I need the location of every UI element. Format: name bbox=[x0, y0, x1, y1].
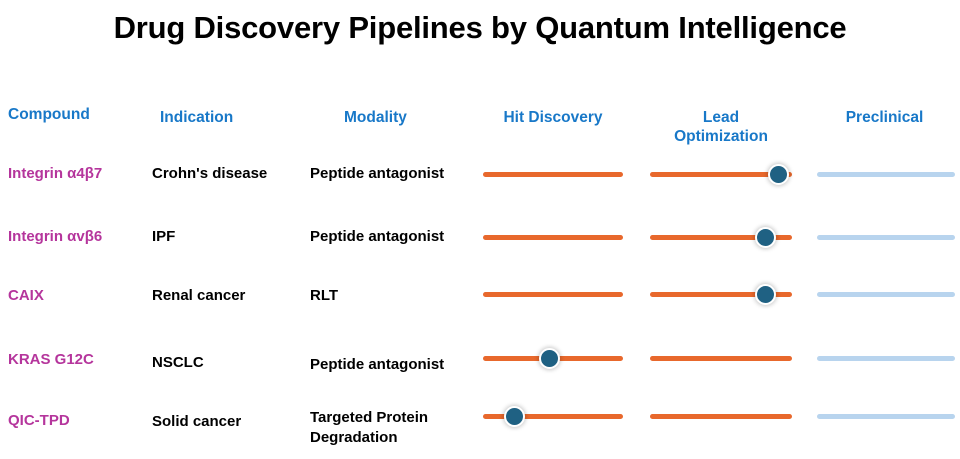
stage-bar-preclinical[interactable] bbox=[817, 356, 955, 361]
chart-title: Drug Discovery Pipelines by Quantum Inte… bbox=[113, 10, 847, 45]
row-indication: NSCLC bbox=[152, 354, 204, 371]
column-header-modality: Modality bbox=[344, 109, 407, 126]
row-modality: Targeted Protein Degradation bbox=[310, 408, 490, 448]
stage-bar-hit-discovery[interactable] bbox=[483, 292, 623, 297]
stage-bar-hit-discovery[interactable] bbox=[483, 235, 623, 240]
column-header-preclinical: Preclinical bbox=[845, 109, 924, 126]
row-modality: RLT bbox=[310, 287, 339, 304]
column-header-indication: Indication bbox=[160, 109, 234, 126]
column-header-hit-discovery: Hit Discovery bbox=[503, 109, 603, 126]
stage-bar-preclinical[interactable] bbox=[817, 414, 955, 419]
stage-bar-lead-optimization[interactable] bbox=[650, 172, 792, 177]
stage-bar-preclinical[interactable] bbox=[817, 172, 955, 177]
column-header-lead-optimization-line2: Optimization bbox=[674, 128, 768, 145]
row-indication: Crohn's disease bbox=[152, 165, 268, 182]
stage-bar-lead-optimization[interactable] bbox=[650, 235, 792, 240]
column-header-compound: Compound bbox=[8, 106, 90, 123]
row-modality-line2: Degradation bbox=[310, 429, 398, 446]
progress-marker[interactable] bbox=[755, 284, 776, 305]
column-header-lead-optimization: Lead Optimization bbox=[646, 108, 796, 146]
row-modality-line1: Targeted Protein bbox=[310, 409, 429, 426]
row-compound: KRAS G12C bbox=[8, 351, 94, 368]
stage-bar-lead-optimization[interactable] bbox=[650, 292, 792, 297]
progress-marker[interactable] bbox=[768, 164, 789, 185]
row-compound: QIC-TPD bbox=[8, 412, 70, 429]
row-compound: Integrin αvβ6 bbox=[8, 228, 103, 245]
progress-marker[interactable] bbox=[504, 406, 525, 427]
stage-bar-lead-optimization[interactable] bbox=[650, 356, 792, 361]
row-indication: IPF bbox=[152, 228, 176, 245]
stage-bar-preclinical[interactable] bbox=[817, 235, 955, 240]
row-compound: CAIX bbox=[8, 287, 44, 304]
row-indication: Renal cancer bbox=[152, 287, 246, 304]
stage-bar-hit-discovery[interactable] bbox=[483, 172, 623, 177]
row-modality: Peptide antagonist bbox=[310, 165, 445, 182]
column-header-lead-optimization-line1: Lead bbox=[702, 109, 740, 126]
row-modality: Peptide antagonist bbox=[310, 228, 445, 245]
row-indication: Solid cancer bbox=[152, 413, 242, 430]
progress-marker[interactable] bbox=[539, 348, 560, 369]
row-modality: Peptide antagonist bbox=[310, 356, 445, 373]
row-compound: Integrin α4β7 bbox=[8, 165, 103, 182]
stage-bar-hit-discovery[interactable] bbox=[483, 414, 623, 419]
progress-marker[interactable] bbox=[755, 227, 776, 248]
stage-bar-lead-optimization[interactable] bbox=[650, 414, 792, 419]
stage-bar-preclinical[interactable] bbox=[817, 292, 955, 297]
